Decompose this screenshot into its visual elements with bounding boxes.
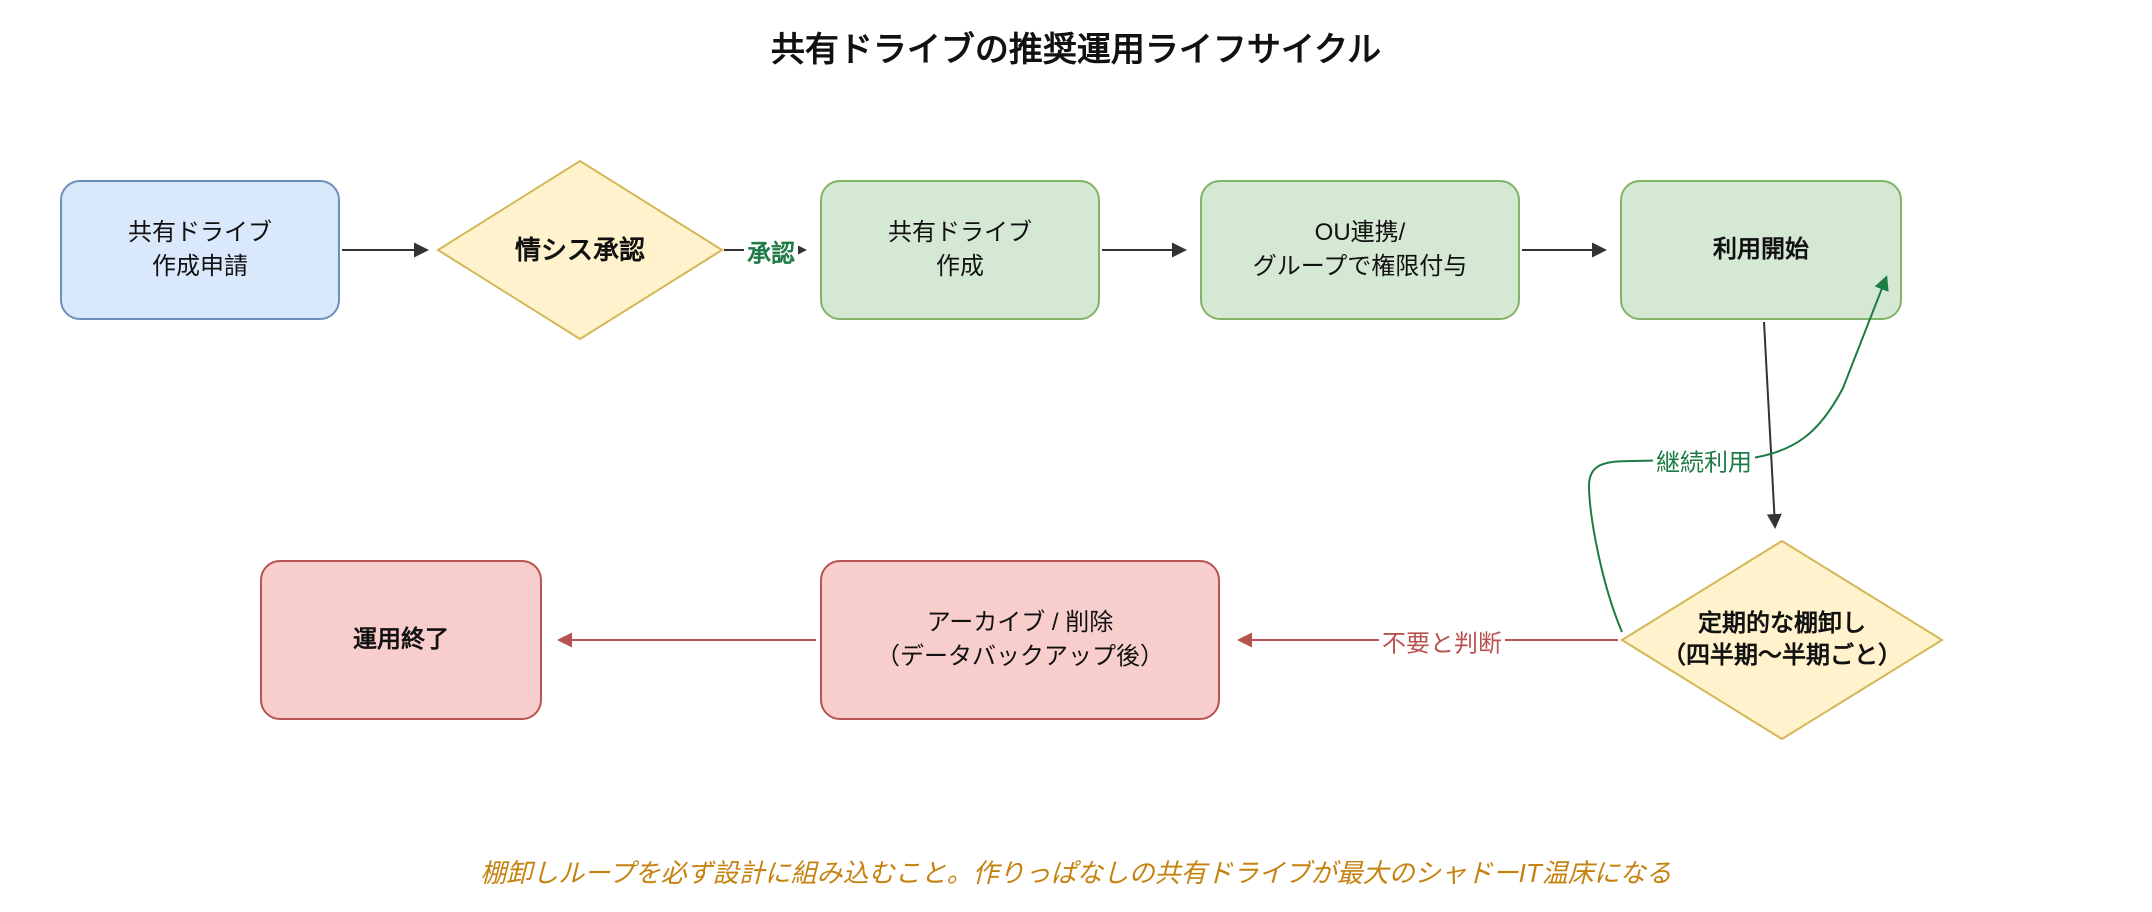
edge-start-to-review xyxy=(1763,321,1782,529)
edge-label-continue-use: 継続利用 xyxy=(1653,442,1755,478)
node-periodic-review-line1: 定期的な棚卸し xyxy=(1698,609,1866,637)
node-drive-creation: 共有ドライブ 作成 xyxy=(820,180,1100,320)
node-operation-end: 運用終了 xyxy=(260,560,542,720)
node-usage-start: 利用開始 xyxy=(1620,180,1902,320)
edge-label-judged-unnecessary: 不要と判断 xyxy=(1379,623,1505,659)
edge-label-approved: 承認 xyxy=(744,233,798,269)
approval-diamond-shape xyxy=(436,160,724,340)
node-periodic-review-line2: （四半期〜半期ごと） xyxy=(1662,642,1902,669)
node-archive-delete-line1: アーカイブ / 削除 xyxy=(926,609,1114,637)
node-it-approval: 情シス承認 xyxy=(436,160,724,340)
node-drive-creation-line2: 作成 xyxy=(936,253,984,280)
node-ou-permission: OU連携/ グループで権限付与 xyxy=(1200,180,1520,320)
node-create-request-line2: 作成申請 xyxy=(152,253,248,280)
node-periodic-review: 定期的な棚卸し （四半期〜半期ごと） xyxy=(1620,540,1944,740)
node-operation-end-label: 運用終了 xyxy=(353,626,449,654)
node-create-request: 共有ドライブ 作成申請 xyxy=(60,180,340,320)
node-drive-creation-line1: 共有ドライブ xyxy=(888,219,1032,247)
node-ou-permission-line2: グループで権限付与 xyxy=(1252,253,1468,280)
node-create-request-line1: 共有ドライブ xyxy=(128,219,272,247)
node-archive-delete-line2: （データバックアップ後） xyxy=(876,643,1164,670)
node-ou-permission-line1: OU連携/ xyxy=(1314,219,1406,247)
node-it-approval-label: 情シス承認 xyxy=(514,234,645,265)
node-archive-delete: アーカイブ / 削除 （データバックアップ後） xyxy=(820,560,1220,720)
footnote-warning: 棚卸しループを必ず設計に組み込むこと。作りっぱなしの共有ドライブが最大のシャドー… xyxy=(480,858,1672,888)
node-usage-start-label: 利用開始 xyxy=(1713,236,1809,264)
diagram-title: 共有ドライブの推奨運用ライフサイクル xyxy=(770,31,1382,69)
